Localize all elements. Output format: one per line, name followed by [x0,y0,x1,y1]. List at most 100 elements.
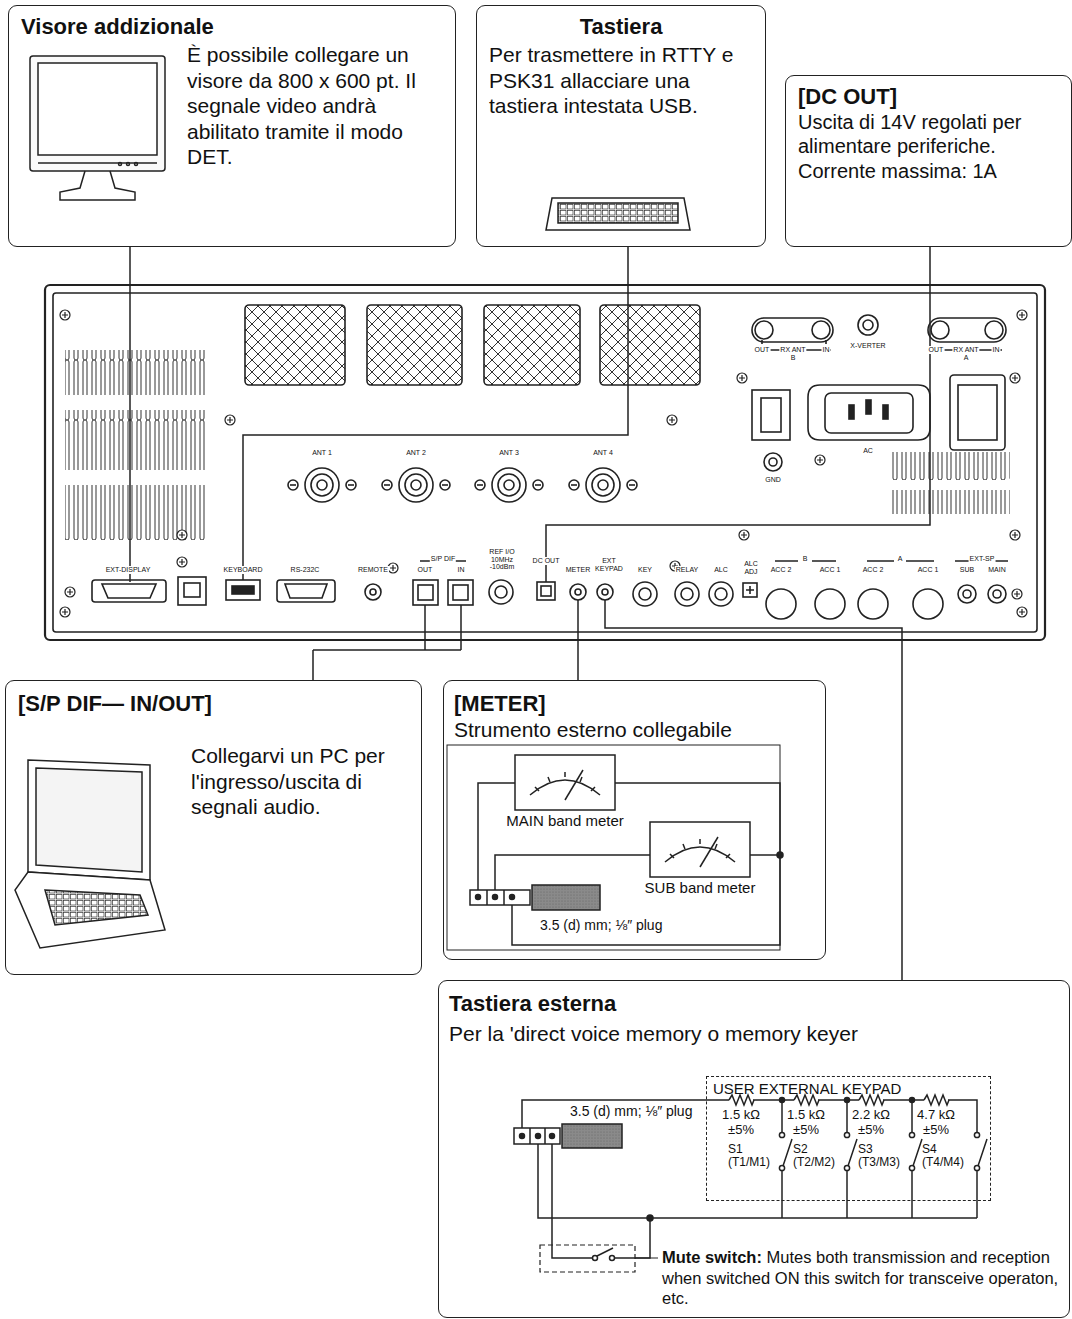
meter-schematic [470,890,530,905]
panel-screw [1010,373,1020,383]
connector-label: GND [764,476,782,484]
rear-panel [815,589,845,619]
callout-title: Tastiera esterna [449,991,1049,1018]
keypad-schematic [536,1134,541,1139]
rear-panel [958,385,997,440]
spdif-callout: [S/P DIF— IN/OUT]Collegarvi un PC per l'… [5,680,422,975]
panel-screw [390,565,396,571]
keyboard-icon [546,198,690,230]
keypad-switch [848,1139,857,1166]
switch-label: S1 (T1/M1) [728,1143,778,1169]
keypad-switch [909,1132,914,1137]
rear-panel [65,410,205,470]
connector-label: ACC 2 [862,566,885,574]
rear-panel [858,315,878,335]
panel-screw [388,563,398,573]
switch-label: S4 (T4/M4) [922,1143,972,1169]
rear-panel [65,350,205,395]
leader-line [129,247,131,582]
connector-label: SUB [959,566,975,574]
rear-panel [484,305,580,385]
laptop-icon [28,760,150,880]
rear-panel [541,586,551,596]
panel-screw [62,312,68,318]
keypad-schematic [924,1095,949,1105]
antenna-connector [288,480,298,490]
antenna-connector [399,468,433,502]
rear-panel [755,321,773,339]
leader-line [130,247,930,980]
keypad-schematic [514,1095,977,1272]
panel-screw [739,375,745,381]
keypad-schematic [550,1134,555,1139]
rear-panel [370,589,376,595]
rear-panel [602,589,608,595]
panel-screw [1017,607,1027,617]
rear-panel [178,577,206,605]
rear-panel [963,590,971,598]
meter-schematic [700,837,718,867]
keypad-schematic [530,1128,545,1144]
resistor-value: ±5% [793,1123,819,1137]
connector-label: ANT 2 [405,449,427,457]
meter-schematic [665,847,735,862]
keypad-schematic [522,1100,729,1128]
panel-screw [1014,591,1020,597]
keypad-schematic [538,1144,977,1218]
connector-label: ACC 2 [770,566,793,574]
note-emphasis: Mute switch: [662,1248,762,1266]
rear-panel [184,583,200,597]
rear-panel [866,400,871,414]
antenna-connector [305,468,339,502]
keypad-switch [844,1165,849,1170]
monitor-icon [38,63,157,155]
antenna-connector [629,484,635,486]
connector-label: DC OUT [532,557,561,565]
keypad-schematic [540,1245,635,1272]
plug-label: 3.5 (d) mm; ⅛″ plug [540,918,662,933]
panel-screw [177,530,187,540]
leader-line [313,605,461,680]
panel-screw [1012,589,1022,599]
keypad-schematic [552,1144,650,1258]
rear-panel [863,320,873,330]
keypad-schematic [597,1248,613,1256]
antenna-connector [569,480,579,490]
rear-panel [413,580,438,605]
antenna-connector [598,480,608,490]
panel-screw [227,417,233,423]
rear-panel [849,405,854,419]
rear-panel [769,458,777,466]
rear-panel [858,589,888,619]
meter-schematic [565,770,583,800]
connector-label: METER [565,566,592,574]
antenna-connector [311,474,333,496]
keypad-switch [845,1098,850,1103]
antenna-connector [535,484,541,486]
panel-screw [60,310,1027,617]
keypad-schematic [610,1256,615,1261]
rear-panel [709,582,733,606]
rear-panel [285,584,327,598]
resistor-value: 1.5 kΩ [787,1108,825,1122]
rear-panel [277,580,335,602]
rear-panel [950,375,1005,450]
monitor-icon [60,171,135,200]
panel-screw [1012,532,1018,538]
antenna-connector [411,480,421,490]
keyboard-icon [558,203,678,223]
panel-screw [1019,609,1025,615]
antenna-connector [317,480,327,490]
panel-screw [737,373,747,383]
laptop-icon [15,760,165,948]
rear-panel [600,305,700,385]
resistor-value: 1.5 kΩ [722,1108,760,1122]
meter-schematic [447,745,783,950]
rear-panel [245,305,345,385]
rear-panel [931,321,949,339]
rear-panel [890,452,1010,480]
rear-panel [65,485,205,540]
antenna-connector [288,468,637,502]
panel-screw [60,310,70,320]
